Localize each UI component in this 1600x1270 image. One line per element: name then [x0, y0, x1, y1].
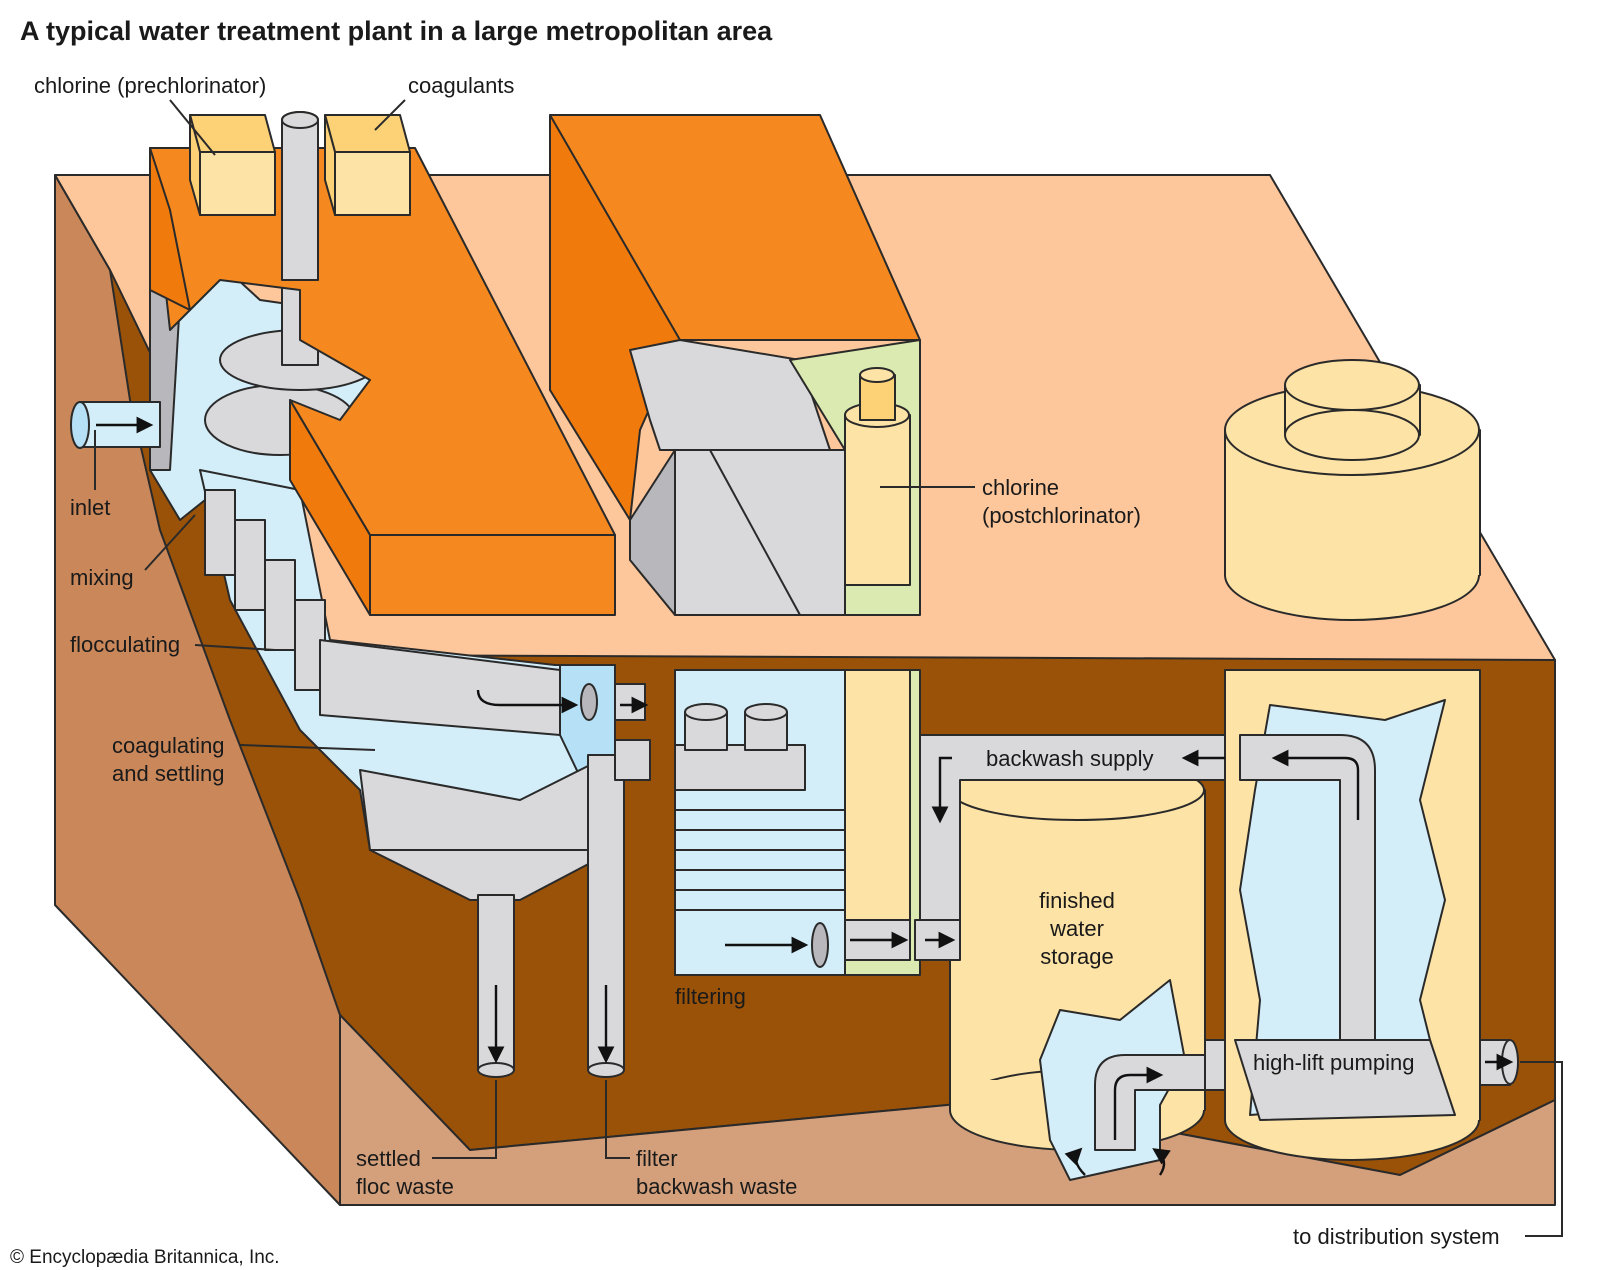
arrow-pump-up — [1271, 749, 1360, 820]
settling-basin — [199, 469, 651, 1078]
arrow-intake-left — [1064, 1147, 1086, 1176]
label-mixing: mixing — [70, 565, 134, 590]
label-settled-1: settled — [356, 1146, 421, 1171]
leader-coagulants — [374, 99, 406, 131]
storage-suction-pipe — [1094, 1054, 1206, 1151]
chemical-building — [149, 111, 616, 616]
diagram-title: A typical water treatment plant in a lar… — [20, 16, 773, 46]
coagulant-box-front — [334, 151, 411, 216]
label-chlorine-post-1: chlorine — [982, 475, 1059, 500]
filter-gray-edge — [709, 449, 801, 616]
filter-valve-1-top — [684, 703, 728, 721]
label-coagulating-2: and settling — [112, 761, 225, 786]
postchlor-cap-top — [859, 367, 895, 383]
coagulant-box-top — [324, 114, 411, 153]
prechlorinator-box-side — [189, 114, 201, 216]
label-filter-1: filter — [636, 1146, 678, 1171]
arrow-settling-out — [476, 689, 579, 714]
arrow-backwash-down — [931, 756, 952, 824]
chem-bldg-side — [289, 399, 371, 616]
chem-bldg-front — [369, 534, 616, 616]
surface-storage-tank — [1224, 359, 1481, 621]
filter-backwash-pipe-end — [587, 1062, 625, 1078]
label-filtering: filtering — [675, 984, 746, 1009]
label-coagulating-1: coagulating — [112, 733, 225, 758]
surface-tank-dome-top — [1284, 359, 1420, 411]
label-inlet: inlet — [70, 495, 110, 520]
label-finished-3: storage — [1040, 944, 1113, 969]
inlet-pipe-end — [70, 401, 90, 449]
label-flocculating: flocculating — [70, 632, 180, 657]
mixer-shaft-cap — [281, 111, 319, 129]
settling-hopper-lower — [369, 849, 616, 901]
prechlorinator-box-front — [199, 151, 276, 216]
settled-outlet-pipe — [614, 683, 646, 721]
label-settled-2: floc waste — [356, 1174, 454, 1199]
coagulant-box-side — [324, 114, 336, 216]
postchlor-shaft-green — [844, 669, 921, 976]
arrow-intake-right — [1152, 1148, 1171, 1176]
floc-step-1 — [204, 489, 236, 576]
floc-step-2 — [234, 519, 266, 611]
storage-tank — [914, 734, 1241, 1181]
backwash-waste-header — [614, 739, 651, 781]
leader-distribution — [1520, 1061, 1563, 1237]
label-high-lift: high-lift pumping — [1253, 1050, 1414, 1075]
flow-arrows — [96, 416, 1514, 1176]
pumping-station — [1224, 669, 1519, 1161]
postchlor-shaft — [844, 669, 911, 921]
mixer-shaft-upper — [281, 119, 319, 281]
floc-step-3 — [264, 559, 296, 651]
leader-flocculating — [194, 644, 276, 651]
filter-outlet-valve — [811, 922, 829, 968]
leader-settling — [239, 744, 376, 751]
leader-lines — [94, 99, 1563, 1237]
filter-building — [549, 114, 921, 616]
filter-header-pipe — [674, 744, 806, 791]
leader-filter-backwash — [605, 1080, 630, 1159]
label-finished-2: water — [1049, 916, 1104, 941]
label-coagulants: coagulants — [408, 73, 514, 98]
ground-floor — [339, 1014, 1556, 1206]
leader-prechlor — [169, 99, 216, 156]
chem-bldg-left-face — [149, 147, 191, 311]
chem-bldg-top — [149, 147, 616, 536]
surface-tank-dome-bottom — [1284, 409, 1420, 461]
filter-beds — [674, 669, 921, 976]
filter-bldg-side — [549, 114, 681, 521]
leader-mixing — [144, 514, 196, 571]
settled-floc-pipe-end — [477, 1062, 515, 1078]
arrow-suction — [1113, 1066, 1164, 1140]
label-finished-1: finished — [1039, 888, 1115, 913]
filter-bed-layers — [675, 809, 845, 911]
postchlor-tank — [844, 414, 911, 586]
leader-settled-floc — [432, 1080, 497, 1159]
label-chlorine-pre: chlorine (prechlorinator) — [34, 73, 266, 98]
pump-floor — [1234, 1039, 1456, 1121]
prechlorinator-box-top — [189, 114, 276, 153]
labels: chlorine (prechlorinator) coagulants inl… — [10, 73, 1500, 1268]
label-backwash-supply: backwash supply — [986, 746, 1154, 771]
label-distribution: to distribution system — [1293, 1224, 1500, 1249]
filter-valve-2-top — [744, 703, 788, 721]
label-filter-2: backwash waste — [636, 1174, 797, 1199]
filter-gray-side — [629, 449, 676, 616]
label-chlorine-post-2: (postchlorinator) — [982, 503, 1141, 528]
settled-outlet-valve — [580, 683, 598, 721]
filter-gray-front — [674, 449, 846, 616]
copyright: © Encyclopædia Britannica, Inc. — [10, 1247, 280, 1268]
